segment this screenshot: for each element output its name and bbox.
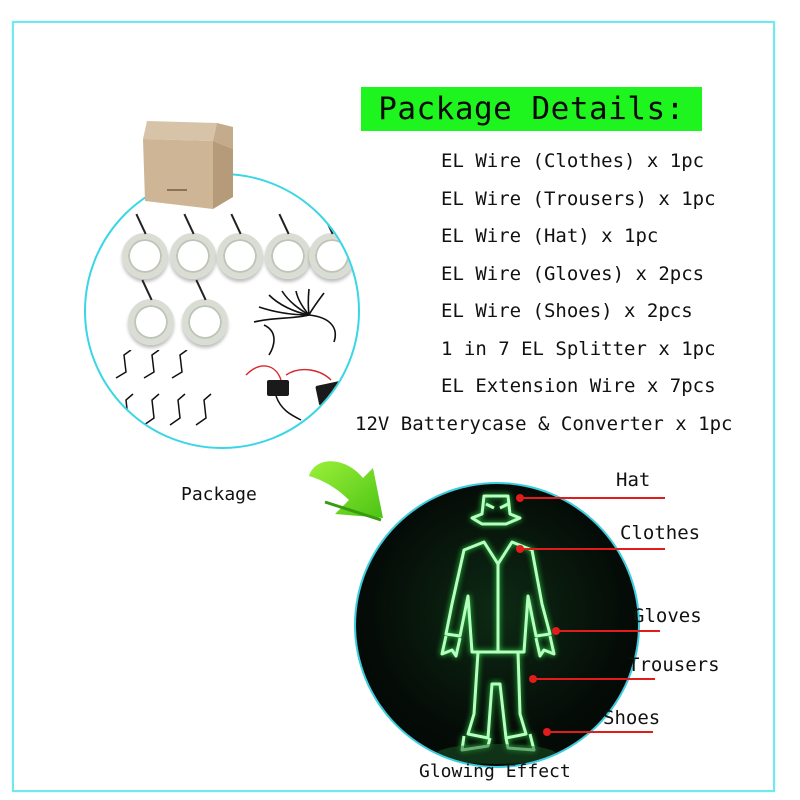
package-details-list: EL Wire (Clothes) x 1pc EL Wire (Trouser… xyxy=(350,146,770,446)
page-frame xyxy=(12,21,775,792)
glowing-effect-caption: Glowing Effect xyxy=(419,761,571,782)
detail-item: EL Extension Wire x 7pcs xyxy=(441,375,716,397)
detail-item: EL Wire (Shoes) x 2pcs xyxy=(441,300,693,322)
el-wire-coil-icon xyxy=(309,233,355,279)
el-wire-coil-icon xyxy=(182,299,228,345)
label-shoes: Shoes xyxy=(603,707,661,729)
detail-item: EL Wire (Trousers) x 1pc xyxy=(441,187,716,210)
label-clothes: Clothes xyxy=(620,522,701,544)
label-trousers: Trousers xyxy=(628,654,720,676)
battery-converter-icon xyxy=(245,365,347,421)
el-wire-coil-icon xyxy=(217,233,263,279)
package-caption: Package xyxy=(181,484,257,505)
detail-item: EL Wire (Clothes) x 1pc xyxy=(441,150,705,172)
shoes-pointer xyxy=(543,728,653,736)
splitter-cable-icon xyxy=(253,288,336,356)
package-contents-image xyxy=(84,173,360,449)
detail-item: EL Wire (Hat) x 1pc xyxy=(441,225,659,247)
extension-wire-icon xyxy=(115,350,212,426)
glowing-suit-figure-icon xyxy=(436,494,556,764)
detail-item: 12V Batterycase & Converter x 1pc xyxy=(355,412,733,435)
gloves-pointer xyxy=(552,627,660,635)
el-wire-coil-icon xyxy=(122,233,168,279)
label-hat: Hat xyxy=(616,469,651,491)
green-arrow-icon xyxy=(309,461,383,522)
trousers-pointer xyxy=(529,675,655,683)
el-wire-coil-icon xyxy=(170,233,216,279)
clothes-pointer xyxy=(516,545,665,553)
el-wire-coil-icon xyxy=(265,233,311,279)
cardboard-box-icon xyxy=(143,121,233,209)
label-gloves: Gloves xyxy=(633,605,702,627)
hat-pointer xyxy=(516,494,665,502)
package-details-title: Package Details: xyxy=(361,87,702,131)
glowing-effect-image xyxy=(356,484,638,766)
detail-item: 1 in 7 EL Splitter x 1pc xyxy=(441,337,716,360)
el-wire-coil-icon xyxy=(128,299,174,345)
detail-item: EL Wire (Gloves) x 2pcs xyxy=(441,262,705,285)
